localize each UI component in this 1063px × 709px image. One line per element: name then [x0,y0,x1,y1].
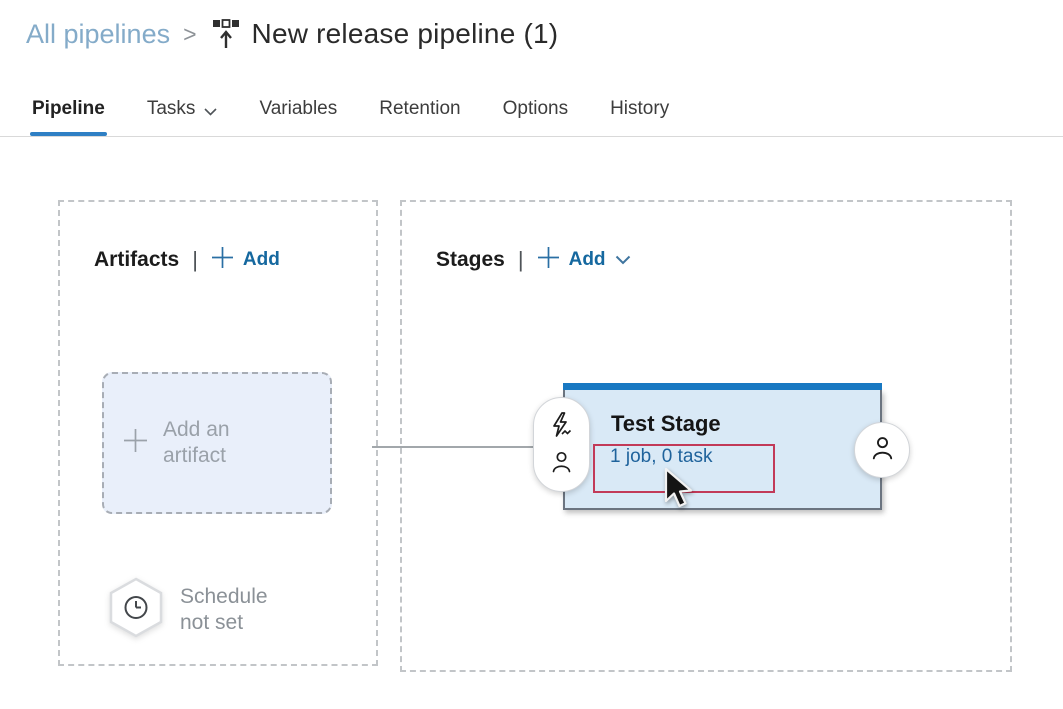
breadcrumb-separator: > [183,20,197,47]
stage-card-header-bar [563,383,882,390]
tab-options-label: Options [502,98,569,119]
tab-history[interactable]: History [610,82,669,136]
page-title: New release pipeline (1) [251,18,559,49]
add-stage-label: Add [568,249,606,270]
tab-retention[interactable]: Retention [379,82,460,136]
tab-variables[interactable]: Variables [259,82,337,136]
tab-pipeline[interactable]: Pipeline [30,82,107,136]
add-artifact-placeholder-text: Add an artifact [163,418,230,467]
schedule-button[interactable]: Schedule not set [108,577,268,643]
clock-in-hexagon-icon [108,577,164,643]
tab-tasks-label: Tasks [146,98,196,119]
stage-card-body [563,390,882,510]
stage-name: Test Stage [611,411,721,436]
lightning-bolt-icon [550,411,573,443]
add-stage-button[interactable]: Add [537,246,631,274]
schedule-status-text: Schedule not set [180,585,268,634]
person-icon [550,450,573,478]
add-artifact-dropzone[interactable]: Add an artifact [102,372,332,514]
stages-heading: Stages [436,248,505,271]
artifacts-panel: Artifacts | Add Add an artifact Schedule… [58,200,378,666]
person-icon [870,435,895,465]
header-separator: | [517,247,524,272]
plus-icon [537,246,560,274]
tab-options[interactable]: Options [503,82,568,136]
post-deployment-conditions-button[interactable] [854,422,910,478]
plus-icon [122,427,149,459]
header-separator: | [192,247,198,272]
pre-deployment-conditions-button[interactable] [533,397,590,492]
release-pipeline-icon [212,18,240,50]
stage-card[interactable]: Test Stage 1 job, 0 task [563,383,882,510]
plus-icon [211,246,234,274]
chevron-down-icon [615,252,631,270]
tab-pipeline-label: Pipeline [32,98,105,119]
tab-tasks[interactable]: Tasks [147,82,218,136]
tab-history-label: History [610,98,670,119]
artifact-stage-connector-line [372,446,534,448]
breadcrumb: All pipelines > New release pipeline (1) [26,12,558,56]
add-artifact-button[interactable]: Add [211,246,280,274]
tab-retention-label: Retention [379,98,461,119]
stages-panel-header: Stages | Add [436,246,631,274]
tab-bar: Pipeline Tasks Variables Retention Optio… [0,82,1063,137]
stage-jobs-link[interactable]: 1 job, 0 task [610,446,713,467]
artifacts-heading: Artifacts [94,248,180,271]
breadcrumb-all-pipelines-link[interactable]: All pipelines [26,18,171,49]
artifacts-panel-header: Artifacts | Add [94,246,280,274]
add-artifact-label: Add [242,249,280,270]
tab-variables-label: Variables [259,98,338,119]
chevron-down-icon [204,100,218,122]
